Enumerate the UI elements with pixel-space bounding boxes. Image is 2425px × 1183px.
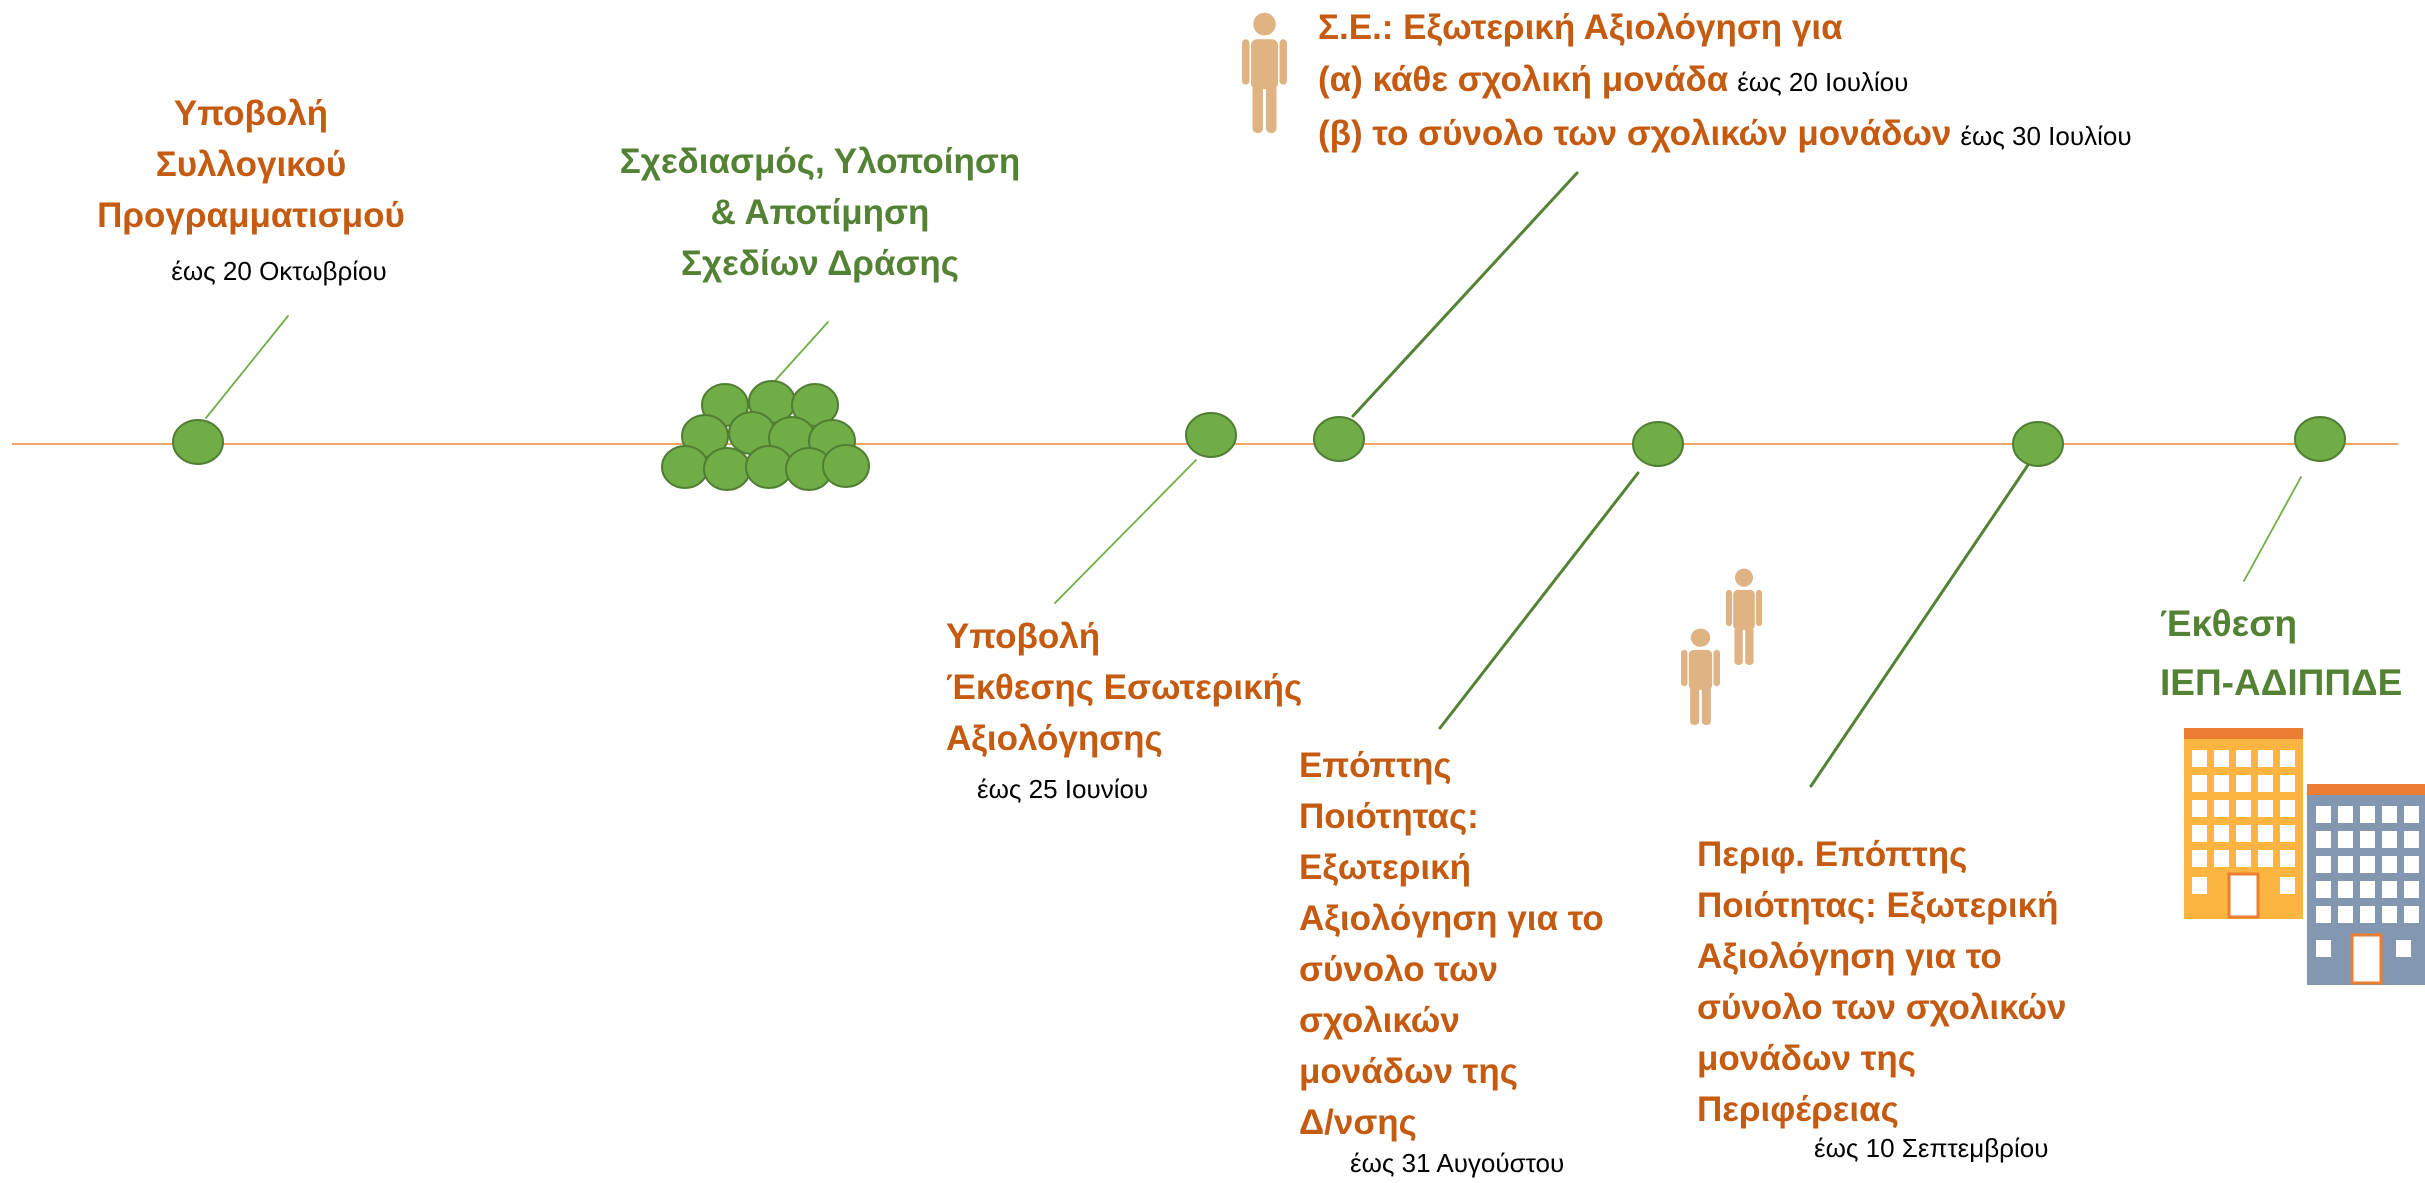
action-plans-title: Σχεδιασμός, Υλοποίηση & Αποτίμηση Σχεδίω…	[570, 136, 1070, 289]
leader-line-collective-planning	[205, 315, 289, 419]
title-line: Προγραμματισμού	[97, 196, 405, 235]
internal-evaluation-title: Υποβολή Έκθεσης Εσωτερικής Αξιολόγησης	[946, 611, 1302, 764]
regional-supervisor-deadline: έως 10 Σεπτεμβρίου	[1814, 1133, 2049, 1163]
node-collective-planning	[172, 419, 224, 465]
node-iep-report	[2294, 416, 2346, 462]
leader-line-teachers-association	[1351, 171, 1579, 418]
evaluation-item-a-label: (α) κάθε σχολική μονάδα	[1318, 60, 1729, 99]
title-line: Εξωτερική	[1299, 848, 1472, 887]
title-line: Αξιολόγησης	[946, 719, 1163, 758]
quality-supervisor-deadline: έως 31 Αυγούστου	[1350, 1148, 1565, 1178]
title-line: Συλλογικού	[155, 145, 347, 184]
door	[2227, 872, 2260, 919]
title-line: Ποιότητας: Εξωτερική	[1697, 886, 2059, 925]
teachers-association-title: Σ.Ε.: Εξωτερική Αξιολόγηση για	[1318, 8, 1843, 47]
leader-line-regional-supervisor	[1809, 463, 2030, 788]
title-line: Αξιολόγηση για το	[1697, 937, 2002, 976]
person-icon	[1242, 12, 1287, 133]
node-regional-supervisor	[2012, 421, 2064, 467]
node-teachers-association	[1313, 416, 1365, 462]
teachers-association-block: Σ.Ε.: Εξωτερική Αξιολόγηση για (α) κάθε …	[1318, 2, 2132, 162]
node-internal-evaluation	[1185, 412, 1237, 458]
collective-planning-deadline: έως 20 Οκτωβρίου	[171, 256, 387, 286]
title-line: Υποβολή	[946, 617, 1101, 656]
cluster-node	[703, 447, 751, 491]
leader-line-internal-evaluation	[1054, 459, 1197, 604]
title-line: Έκθεση	[2160, 603, 2298, 644]
evaluation-item-a: (α) κάθε σχολική μονάδα έως 20 Ιουλίου	[1318, 54, 2132, 108]
yellow-building	[2184, 728, 2303, 919]
title-line: σύνολο των σχολικών	[1697, 988, 2067, 1027]
internal-evaluation-deadline: έως 25 Ιουνίου	[977, 774, 1149, 804]
collective-planning-title: Υποβολή Συλλογικού Προγραμματισμού	[51, 88, 451, 241]
leader-line-quality-supervisor	[1438, 471, 1640, 730]
title-line: σχολικών	[1299, 1001, 1460, 1040]
action-plans-node-cluster	[661, 380, 870, 491]
door	[2350, 933, 2383, 985]
title-line: & Αποτίμηση	[710, 193, 930, 232]
school-building-icon	[2184, 728, 2425, 985]
title-line: Περιφ. Επόπτης	[1697, 835, 1968, 874]
person-icon	[1726, 568, 1762, 665]
leader-line-iep-report	[2243, 476, 2302, 582]
evaluation-item-b-deadline: έως 30 Ιουλίου	[1960, 121, 2132, 151]
title-line: Αξιολόγηση για το	[1299, 899, 1604, 938]
title-line: Δ/νσης	[1299, 1103, 1417, 1142]
person-icon	[1681, 628, 1720, 725]
regional-supervisor-title: Περιφ. Επόπτης Ποιότητας: Εξωτερική Αξιο…	[1697, 829, 2066, 1135]
cluster-node	[661, 445, 709, 489]
iep-report-title: Έκθεση ΙΕΠ-ΑΔΙΠΠΔΕ	[2160, 594, 2402, 712]
title-line: Υποβολή	[173, 94, 329, 133]
quality-supervisor-title: Επόπτης Ποιότητας: Εξωτερική Αξιολόγηση …	[1299, 740, 1604, 1148]
title-line: Σχεδίων Δράσης	[680, 244, 960, 283]
leader-line-action-plans	[772, 321, 829, 384]
title-line: Περιφέρειας	[1697, 1090, 1899, 1129]
title-line: ΙΕΠ-ΑΔΙΠΠΔΕ	[2160, 662, 2403, 703]
title-line: μονάδων της	[1697, 1039, 1916, 1078]
title-line: Επόπτης	[1299, 746, 1452, 785]
title-line: Σχεδιασμός, Υλοποίηση	[619, 142, 1021, 181]
evaluation-item-a-deadline: έως 20 Ιουλίου	[1737, 67, 1909, 97]
title-line: μονάδων της	[1299, 1052, 1518, 1091]
title-line: Έκθεσης Εσωτερικής	[946, 668, 1303, 707]
title-line: σύνολο των	[1299, 950, 1498, 989]
cluster-node	[822, 444, 870, 488]
evaluation-item-b-label: (β) το σύνολο των σχολικών μονάδων	[1318, 114, 1952, 153]
title-line: Ποιότητας:	[1299, 797, 1479, 836]
evaluation-item-b: (β) το σύνολο των σχολικών μονάδων έως 30…	[1318, 108, 2132, 162]
node-quality-supervisor	[1632, 421, 1684, 467]
blue-building	[2307, 784, 2425, 985]
